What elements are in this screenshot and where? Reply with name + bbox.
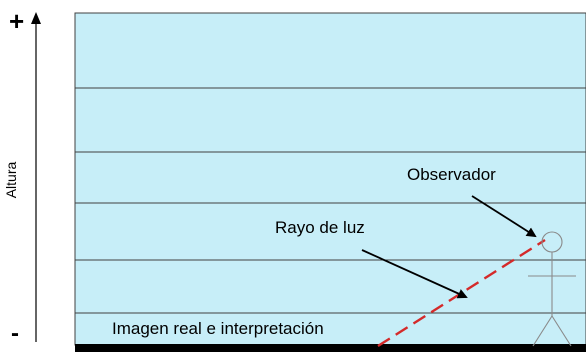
axis-label: Altura <box>3 162 19 199</box>
observer-pointer-arrow <box>471 195 537 238</box>
height-axis-arrow-icon <box>31 12 41 24</box>
observer-figure <box>528 231 576 347</box>
observer-right-leg <box>551 315 572 347</box>
image-label: Imagen real e interpretación <box>112 319 324 338</box>
axis-bottom-marker: - <box>11 320 19 347</box>
ground <box>75 344 586 352</box>
observer-label: Observador <box>407 165 496 184</box>
atmosphere-box <box>74 12 586 352</box>
atmosphere-fill <box>74 12 586 346</box>
light-ray-pointer-arrow <box>361 249 468 299</box>
light-ray-label: Rayo de luz <box>275 218 365 237</box>
height-axis: + - Altura <box>3 6 41 347</box>
axis-top-marker: + <box>9 6 24 36</box>
light-ray <box>377 238 546 348</box>
observer-left-leg <box>532 315 553 347</box>
